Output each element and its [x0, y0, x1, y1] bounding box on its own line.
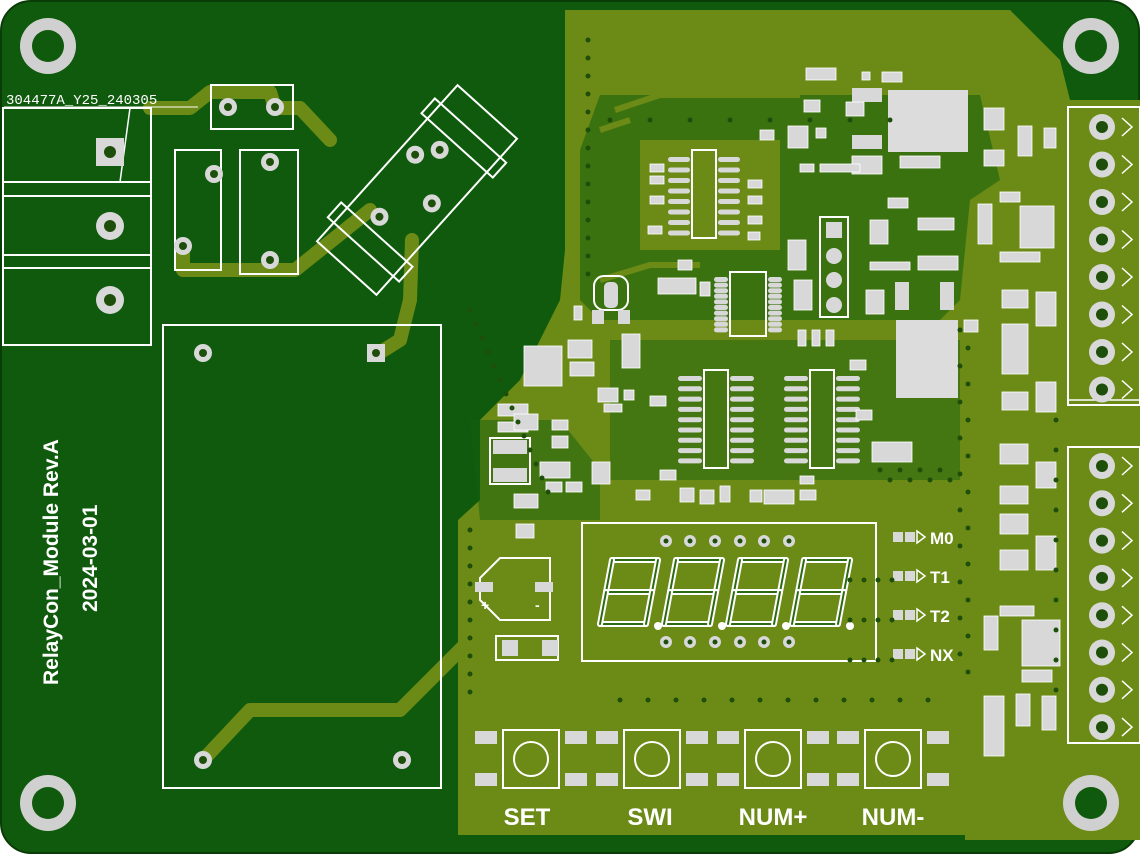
button-label: NUM+	[739, 804, 808, 831]
display-digits	[597, 557, 854, 630]
indicator-led: T2	[893, 607, 950, 626]
buzzer-plus-label: +	[481, 597, 489, 613]
terminal-block-upper	[1067, 106, 1140, 406]
copper-traces	[143, 85, 477, 767]
inductor	[489, 437, 531, 485]
buzzer-minus-label: -	[535, 597, 540, 613]
button-label: SET	[504, 804, 551, 831]
display-digit	[661, 557, 726, 630]
indicator-led: T1	[893, 568, 950, 587]
ic-chip	[668, 149, 740, 239]
power-terminal-block	[2, 107, 152, 346]
display-digit	[789, 557, 854, 630]
voltage-regulator	[895, 282, 958, 398]
mounting-hole-icon	[20, 18, 76, 74]
indicator-led: M0	[893, 529, 954, 548]
ic-chip	[714, 271, 782, 337]
ic-chip	[784, 369, 860, 469]
relay	[162, 324, 442, 789]
copper-traces-thin	[470, 57, 1000, 703]
button-row: SET SWI NUM+ NUM-	[475, 729, 949, 831]
display-digit	[597, 557, 662, 630]
seven-segment-display	[581, 522, 877, 662]
ic-chip	[678, 369, 754, 469]
mounting-hole-icon	[1063, 775, 1119, 831]
capacitor	[239, 149, 299, 275]
indicator-label: NX	[930, 646, 954, 665]
tactile-switch-button[interactable]: NUM-	[837, 729, 949, 831]
pin-header	[819, 216, 849, 318]
tactile-switch-button[interactable]: SET	[475, 729, 587, 831]
version-code: 304477A_Y25_240305	[6, 93, 157, 109]
mounting-hole-icon	[1063, 18, 1119, 74]
board-date: 2024-03-01	[79, 504, 102, 612]
vias	[467, 37, 1059, 703]
button-label: SWI	[627, 804, 672, 831]
indicator-led: NX	[893, 646, 954, 665]
display-digit	[725, 557, 790, 630]
buzzer: + -	[475, 557, 559, 661]
button-label: NUM-	[862, 804, 925, 831]
indicator-label: M0	[930, 529, 954, 548]
fuse-holder	[210, 84, 294, 130]
module-name: RelayCon_Module Rev.A	[40, 439, 63, 685]
mounting-hole-icon	[20, 775, 76, 831]
voltage-regulator	[852, 88, 968, 152]
smd-components	[497, 67, 1061, 757]
indicator-label: T1	[930, 568, 950, 587]
varistor	[315, 83, 519, 297]
capacitor	[174, 149, 223, 271]
crystal	[592, 275, 630, 324]
tactile-switch-button[interactable]: SWI	[596, 729, 708, 831]
terminal-block-lower	[1067, 446, 1140, 744]
indicator-label: T2	[930, 607, 950, 626]
tactile-switch-button[interactable]: NUM+	[717, 729, 829, 831]
